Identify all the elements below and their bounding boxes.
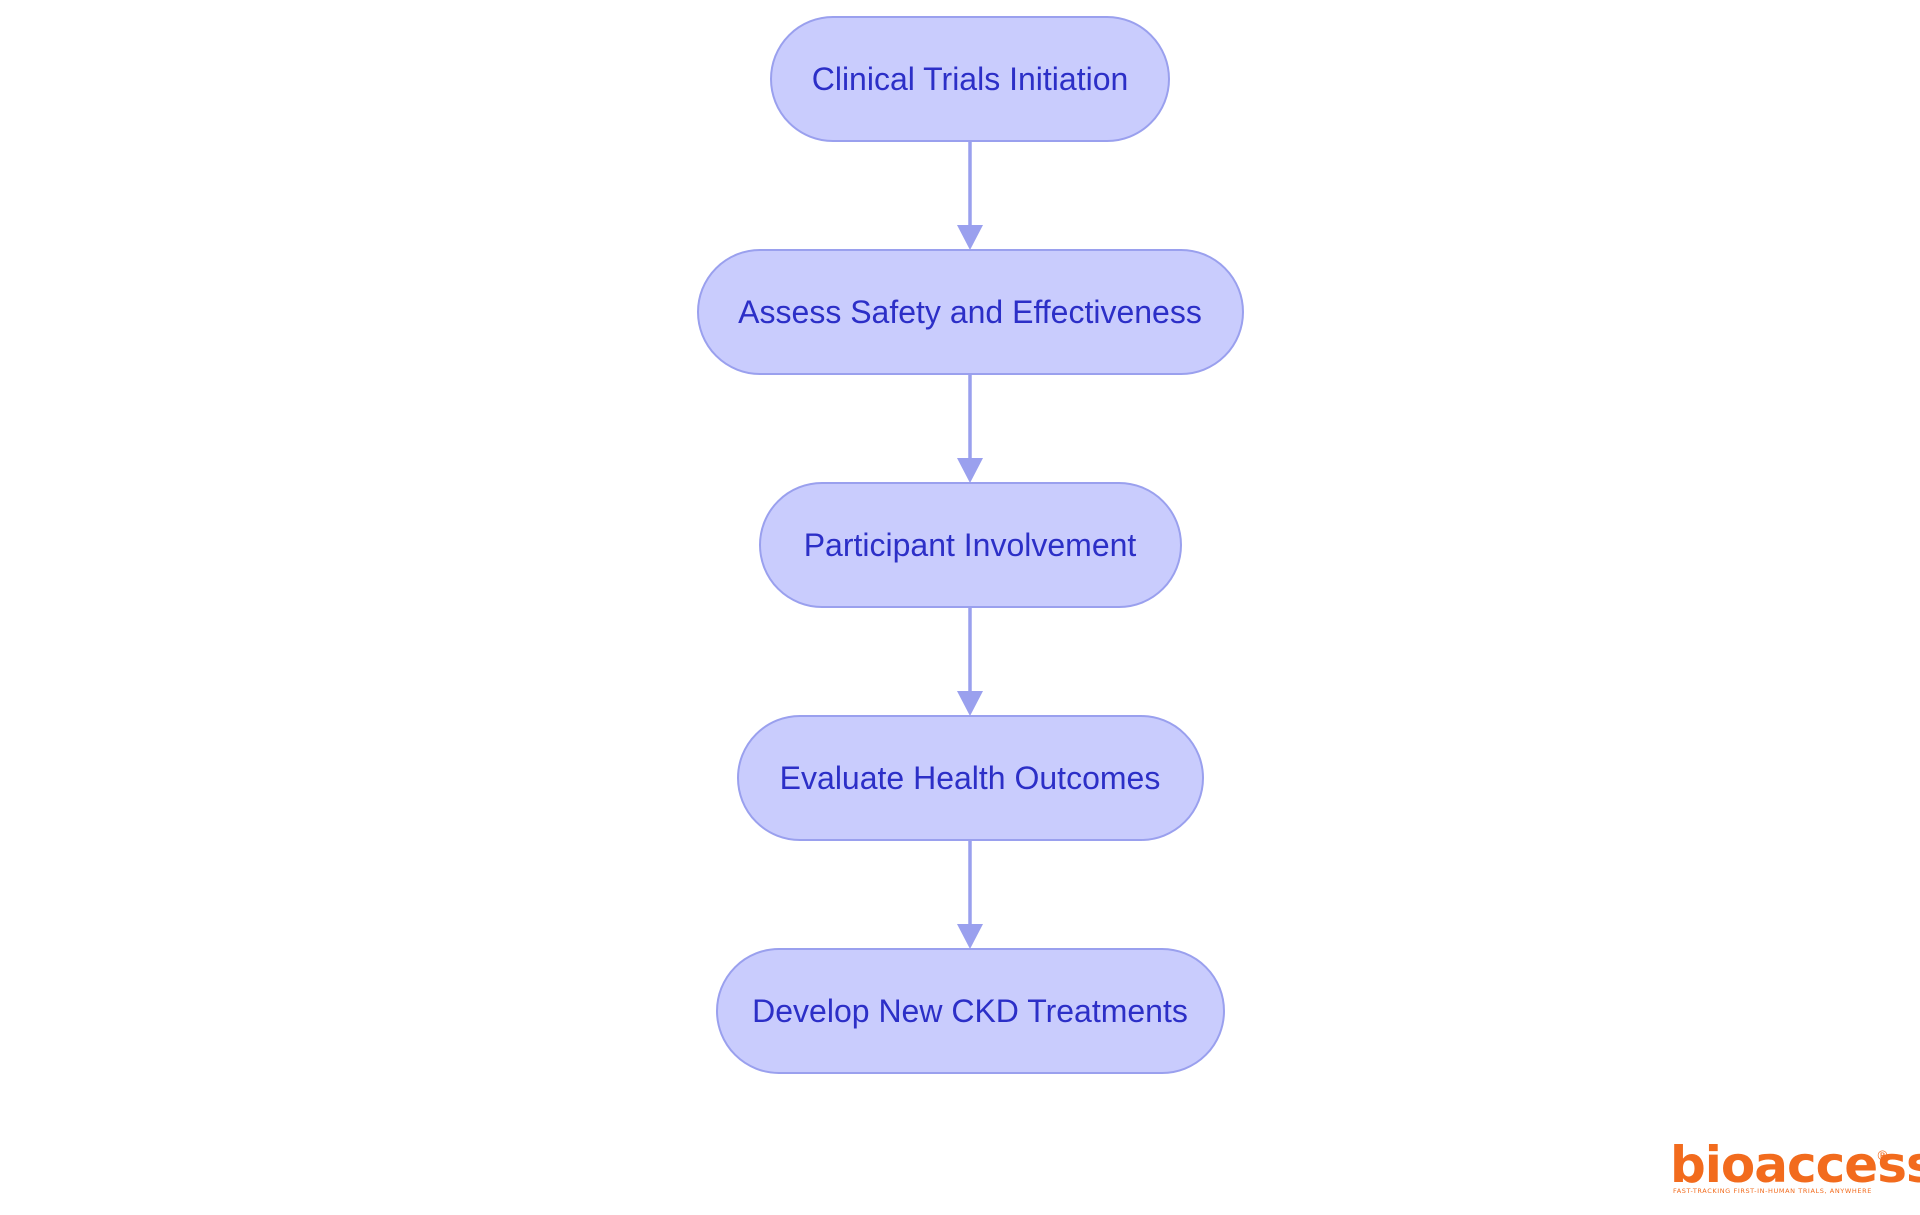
node-label: Evaluate Health Outcomes [780, 760, 1161, 796]
node-label: Clinical Trials Initiation [812, 61, 1129, 97]
node-participant-involvement: Participant Involvement [759, 482, 1182, 608]
node-develop-new-ckd-treatments: Develop New CKD Treatments [716, 948, 1225, 1074]
edge-1 [957, 141, 983, 250]
edge-4 [957, 840, 983, 949]
node-assess-safety-and-effectiveness: Assess Safety and Effectiveness [697, 249, 1244, 375]
node-clinical-trials-initiation: Clinical Trials Initiation [770, 16, 1170, 142]
edge-2 [957, 374, 983, 483]
logo-registered-mark: ® [1876, 1149, 1889, 1164]
edge-3 [957, 607, 983, 716]
bioaccess-logo: bioaccess ® FAST-TRACKING FIRST-IN-HUMAN… [1670, 1136, 1920, 1195]
node-label: Develop New CKD Treatments [752, 993, 1188, 1029]
node-label: Participant Involvement [804, 527, 1137, 563]
logo-wordmark: bioaccess [1670, 1136, 1920, 1194]
node-evaluate-health-outcomes: Evaluate Health Outcomes [737, 715, 1204, 841]
logo-tagline: FAST-TRACKING FIRST-IN-HUMAN TRIALS, ANY… [1673, 1187, 1872, 1195]
node-label: Assess Safety and Effectiveness [738, 294, 1202, 330]
